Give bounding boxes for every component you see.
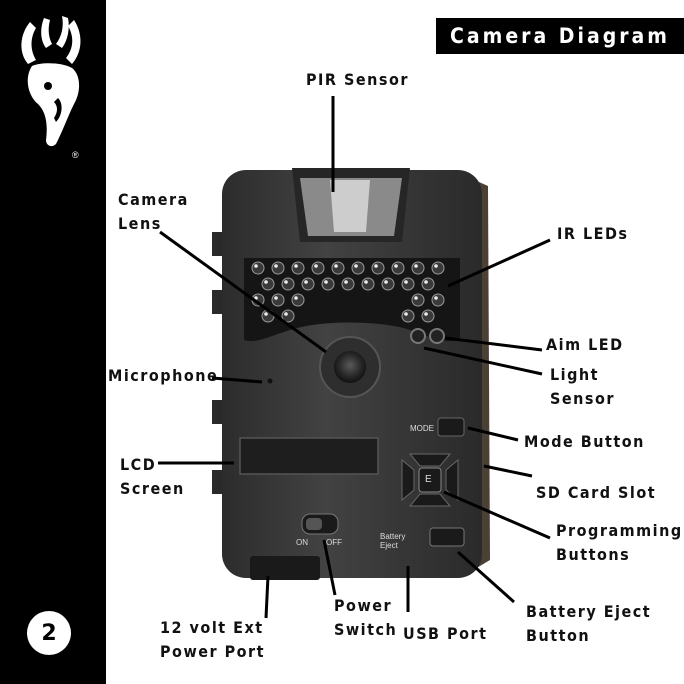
- ir-led: [392, 262, 404, 274]
- mode-button: [438, 418, 464, 436]
- ir-led-highlight: [424, 312, 428, 316]
- label-power-switch: Power Switch: [334, 594, 397, 642]
- ir-led: [312, 262, 324, 274]
- label-light-sensor: Light Sensor: [550, 363, 615, 411]
- ir-led: [342, 278, 354, 290]
- camera-lens: [334, 351, 366, 383]
- ir-led: [432, 294, 444, 306]
- ir-led-highlight: [254, 264, 258, 268]
- label-microphone: Microphone: [108, 364, 218, 388]
- e-key-text: E: [425, 474, 432, 485]
- battery-eject-button: [430, 528, 464, 546]
- ir-led-highlight: [414, 296, 418, 300]
- ir-led-highlight: [324, 280, 328, 284]
- battery-eject-text: Battery Eject: [380, 532, 405, 550]
- label-aim-led: Aim LED: [546, 333, 624, 357]
- ir-led: [402, 310, 414, 322]
- ir-led: [402, 278, 414, 290]
- on-text: ON: [296, 538, 308, 547]
- label-pir-sensor: PIR Sensor: [306, 68, 409, 92]
- ir-led: [362, 278, 374, 290]
- ir-led: [252, 294, 264, 306]
- label-battery-eject-button: Battery Eject Button: [526, 600, 651, 648]
- ir-led: [302, 278, 314, 290]
- lcd-screen: [240, 438, 378, 474]
- ir-led: [332, 262, 344, 274]
- ir-led-highlight: [404, 280, 408, 284]
- light-sensor: [411, 329, 425, 343]
- label-ext-power-port: 12 volt Ext Power Port: [160, 616, 265, 664]
- ir-led: [412, 262, 424, 274]
- ir-led: [262, 278, 274, 290]
- microphone-hole: [268, 379, 273, 384]
- ir-led-highlight: [264, 312, 268, 316]
- ir-led: [422, 278, 434, 290]
- ir-led-highlight: [284, 280, 288, 284]
- aim-led: [430, 329, 444, 343]
- ir-led-highlight: [394, 264, 398, 268]
- ir-led-highlight: [374, 264, 378, 268]
- ir-led-highlight: [434, 296, 438, 300]
- ir-led: [382, 278, 394, 290]
- ir-led: [322, 278, 334, 290]
- ir-led: [292, 294, 304, 306]
- ir-led: [252, 262, 264, 274]
- ir-led-highlight: [304, 280, 308, 284]
- ir-led-highlight: [354, 264, 358, 268]
- ir-led-highlight: [344, 280, 348, 284]
- ir-led-highlight: [294, 296, 298, 300]
- ir-led: [292, 262, 304, 274]
- ir-led-highlight: [274, 264, 278, 268]
- ir-led: [422, 310, 434, 322]
- label-usb-port: USB Port: [403, 622, 487, 646]
- ir-led: [282, 278, 294, 290]
- label-lcd-screen: LCD Screen: [120, 453, 185, 501]
- ir-led-highlight: [364, 280, 368, 284]
- ir-led: [352, 262, 364, 274]
- label-mode-button: Mode Button: [524, 430, 645, 454]
- mode-text: MODE: [410, 424, 434, 433]
- ir-led-highlight: [404, 312, 408, 316]
- label-ir-leds: IR LEDs: [557, 222, 628, 246]
- ir-led-highlight: [384, 280, 388, 284]
- ir-led: [262, 310, 274, 322]
- label-camera-lens: Camera Lens: [118, 188, 189, 236]
- ir-led-highlight: [254, 296, 258, 300]
- ir-led-highlight: [434, 264, 438, 268]
- ir-led-highlight: [264, 280, 268, 284]
- ir-led: [272, 294, 284, 306]
- ir-led-highlight: [424, 280, 428, 284]
- ir-led-highlight: [414, 264, 418, 268]
- label-programming-buttons: Programming Buttons: [556, 519, 683, 567]
- ext-power-port-block: [250, 556, 320, 580]
- label-sd-card-slot: SD Card Slot: [536, 481, 656, 505]
- ir-led: [282, 310, 294, 322]
- ir-led: [272, 262, 284, 274]
- ir-led-highlight: [334, 264, 338, 268]
- ir-led-highlight: [294, 264, 298, 268]
- ir-led: [372, 262, 384, 274]
- ir-led-highlight: [284, 312, 288, 316]
- off-text: OFF: [326, 538, 342, 547]
- ir-led: [432, 262, 444, 274]
- ir-led-highlight: [314, 264, 318, 268]
- ir-led: [412, 294, 424, 306]
- ir-led-highlight: [274, 296, 278, 300]
